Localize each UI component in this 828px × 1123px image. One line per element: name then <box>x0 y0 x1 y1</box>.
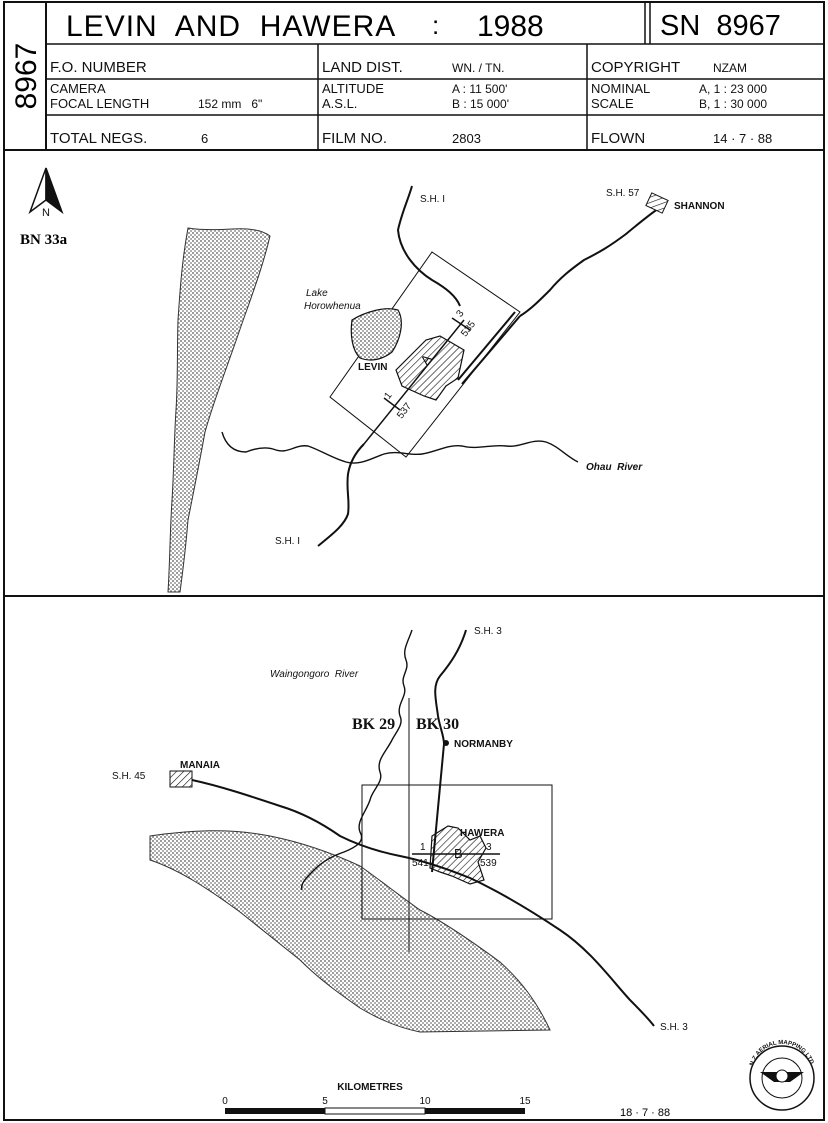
label-normanby: NORMANBY <box>454 739 513 750</box>
north-letter: N <box>42 207 50 219</box>
label-lake-2: Horowhenua <box>304 301 361 312</box>
label-end-frame-b: 539 <box>480 858 497 869</box>
film-no-label: FILM NO. <box>322 130 387 147</box>
manaia-town <box>169 770 193 788</box>
road-sh3-north <box>431 629 467 873</box>
scale-tick-10: 10 <box>419 1096 431 1107</box>
scale-bar-title: KILOMETRES <box>337 1082 403 1093</box>
label-shannon: SHANNON <box>674 201 725 212</box>
sheet-year: 1988 <box>477 10 544 43</box>
map-hawera: S.H. 3 Waingongoro River BK 29 BK 30 NOR… <box>112 626 688 1033</box>
road-sh45-sh3 <box>191 779 655 1027</box>
coast-sand-south <box>149 830 551 1033</box>
coast-sand <box>167 227 271 593</box>
altitude-a: A : 11 500' <box>452 82 507 96</box>
shannon-town <box>645 192 669 214</box>
flown-label: FLOWN <box>591 130 645 147</box>
label-sh3-north: S.H. 3 <box>474 626 502 637</box>
scale-tick-5: 5 <box>322 1096 328 1107</box>
label-end-neg-a: 3 <box>454 308 466 320</box>
label-levin: LEVIN <box>358 362 387 373</box>
total-negs-value: 6 <box>201 131 208 146</box>
label-start-neg-a: 1 <box>382 390 394 402</box>
flown-value: 14 · 7 · 88 <box>713 131 772 146</box>
sheet-sn: SN 8967 <box>660 10 781 42</box>
scale-bar: KILOMETRES 0 5 10 15 <box>222 1082 531 1115</box>
land-dist-label: LAND DIST. <box>322 59 403 76</box>
focal-length-label: FOCAL LENGTH <box>50 96 149 111</box>
scale-label: SCALE <box>591 96 634 111</box>
copyright-label: COPYRIGHT <box>591 59 680 76</box>
label-ohau: Ohau River <box>586 462 643 473</box>
nz-aerial-mapping-logo: N.Z.AERIAL MAPPING LTD. <box>749 1040 815 1111</box>
label-sh45: S.H. 45 <box>112 771 146 782</box>
label-bk29: BK 29 <box>352 716 395 733</box>
scale-a: A, 1 : 23 000 <box>699 82 767 96</box>
label-manaia: MANAIA <box>180 760 220 771</box>
title-colon: : <box>432 10 439 40</box>
header-table <box>3 1 825 1121</box>
hawera-town <box>429 825 487 885</box>
road-sh57 <box>519 205 663 317</box>
flight-line-a <box>363 319 465 445</box>
copyright-value: NZAM <box>713 61 747 75</box>
nominal-label: NOMINAL <box>591 81 650 96</box>
total-negs-label: TOTAL NEGS. <box>50 130 147 147</box>
sheet-title: LEVIN AND HAWERA <box>66 10 396 43</box>
focal-length-value: 152 mm 6" <box>198 97 262 111</box>
label-run-b: B <box>454 846 463 861</box>
levin-town <box>395 335 465 401</box>
scale-segment-1 <box>225 1108 325 1114</box>
flight-end-1 <box>383 397 401 411</box>
scale-b: B, 1 : 30 000 <box>699 97 767 111</box>
label-sh3-south: S.H. 3 <box>660 1022 688 1033</box>
road-levin-ne <box>457 311 521 385</box>
fo-number-label: F.O. NUMBER <box>50 59 147 76</box>
label-sh1-north: S.H. I <box>420 194 445 205</box>
scale-segment-2 <box>324 1107 426 1115</box>
label-bk30: BK 30 <box>416 716 459 733</box>
road-sh1-south <box>317 443 365 547</box>
map-levin: N BN 33a S.H. I S.H. 57 SHANNON Lake <box>20 167 725 593</box>
ohau-river <box>221 431 579 464</box>
land-dist-value: WN. / TN. <box>452 61 504 75</box>
label-start-neg-b: 1 <box>420 842 426 853</box>
north-arrow-icon: N <box>28 167 64 219</box>
label-sh57: S.H. 57 <box>606 188 640 199</box>
normanby-marker <box>443 740 449 746</box>
sheet-ref: BN 33a <box>20 232 68 248</box>
asl-label: A.S.L. <box>322 96 357 111</box>
label-end-neg-b: 3 <box>486 842 492 853</box>
label-hawera: HAWERA <box>460 828 504 839</box>
label-start-frame-a: 537 <box>395 401 414 421</box>
flight-end-3 <box>451 317 471 331</box>
altitude-b: B : 15 000' <box>452 97 509 111</box>
scale-segment-3 <box>425 1108 525 1114</box>
label-lake-1: Lake <box>306 288 328 299</box>
lake-horowhenua <box>350 308 402 361</box>
label-start-frame-b: 541 <box>412 858 429 869</box>
scale-tick-15: 15 <box>519 1096 531 1107</box>
label-river: Waingongoro River <box>270 669 359 680</box>
film-no-value: 2803 <box>452 131 481 146</box>
scale-tick-0: 0 <box>222 1096 228 1107</box>
road-sh1-north <box>396 185 461 307</box>
altitude-label: ALTITUDE <box>322 81 384 96</box>
waingongoro-river <box>300 629 413 891</box>
camera-label: CAMERA <box>50 81 106 96</box>
label-sh1-south: S.H. I <box>275 536 300 547</box>
print-date: 18 · 7 · 88 <box>620 1107 670 1119</box>
side-number: 8967 <box>10 43 43 110</box>
photo-cover-b <box>361 784 553 920</box>
